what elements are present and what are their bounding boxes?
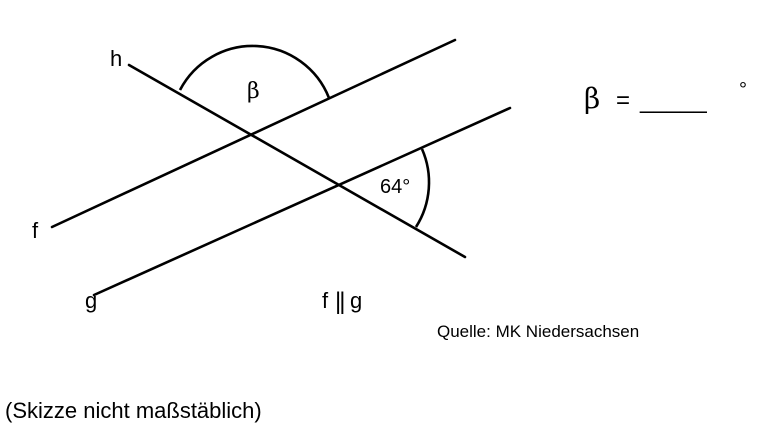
line-h-label: h <box>110 46 122 71</box>
answer-equals: = <box>616 87 630 114</box>
angle-64-label: 64° <box>380 176 410 198</box>
source-note: Quelle: MK Niedersachsen <box>437 322 639 341</box>
answer-blank[interactable]: _____ <box>639 87 707 114</box>
line-f <box>50 38 457 229</box>
line-g <box>92 106 512 297</box>
scale-footnote: (Skizze nicht maßstäblich) <box>5 398 262 423</box>
parallel-symbol: || <box>335 288 344 315</box>
angle-beta-label: β <box>247 79 260 104</box>
answer-variable: β <box>584 82 600 115</box>
angle-64-arc <box>414 148 431 228</box>
parallel-note-g: g <box>350 288 362 313</box>
line-g-label: g <box>85 288 97 313</box>
line-h <box>127 63 467 259</box>
answer-unit: ° <box>739 79 747 101</box>
parallel-note-f: f <box>322 288 329 313</box>
line-f-label: f <box>32 218 39 243</box>
angle-beta-arc <box>178 44 331 99</box>
